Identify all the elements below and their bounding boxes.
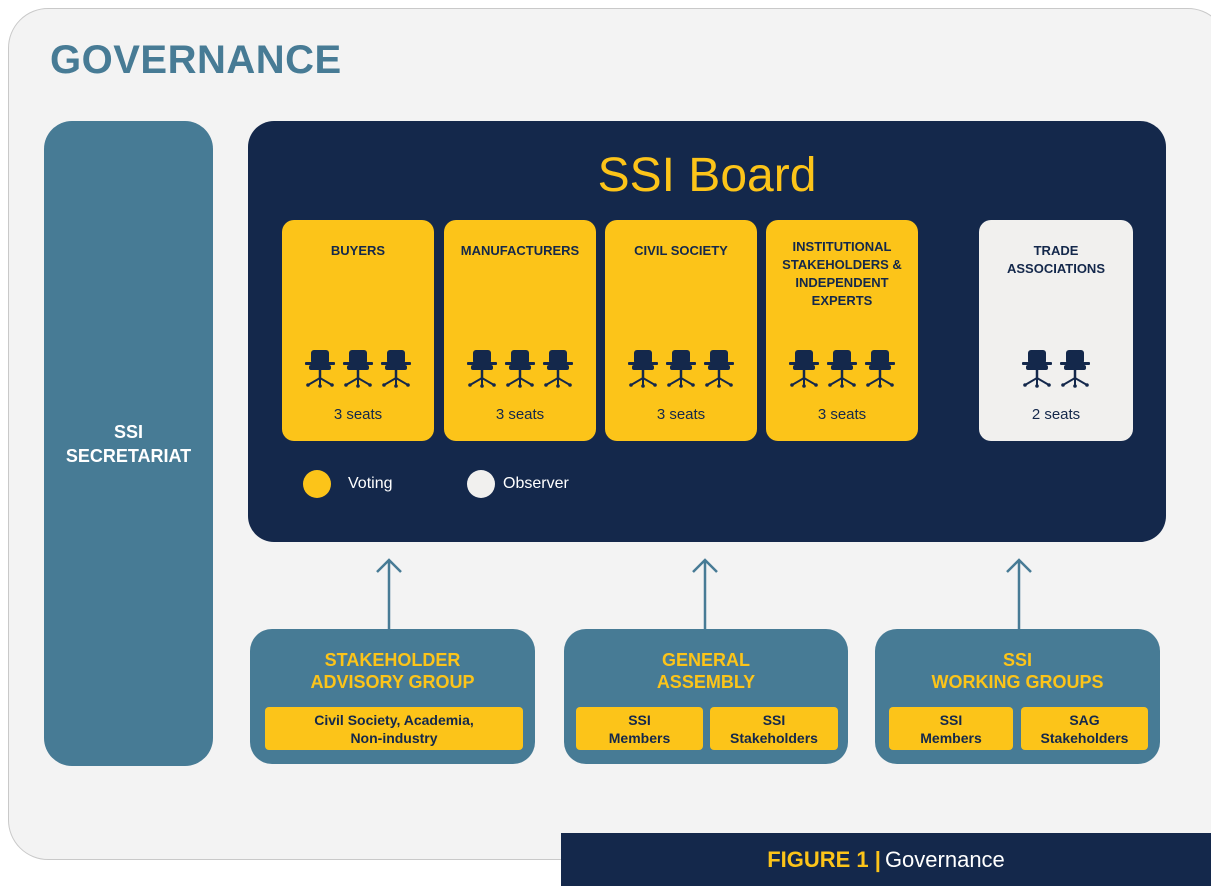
office-chair-icon xyxy=(378,348,414,388)
figure-caption: FIGURE 1 | Governance xyxy=(561,833,1211,886)
seat-count: 3 seats xyxy=(333,406,383,423)
board-card-buyers: BUYERS 3 seats xyxy=(282,220,434,441)
office-chair-icon xyxy=(502,348,538,388)
voting-legend-label: Voting xyxy=(348,475,393,492)
observer-legend-dot xyxy=(467,470,495,498)
group-chip: SSI Members xyxy=(576,707,703,750)
card-label: INSTITUTIONAL STAKEHOLDERS & INDEPENDENT… xyxy=(782,239,902,308)
group-title: GENERAL ASSEMBLY xyxy=(656,650,756,692)
page-title: GOVERNANCE xyxy=(50,38,342,82)
arrow-up-icon xyxy=(376,558,402,630)
board-card-trade-associations: TRADE ASSOCIATIONS 2 seats xyxy=(979,220,1133,441)
caption-prefix: FIGURE 1 | xyxy=(767,846,881,872)
office-chair-icon xyxy=(540,348,576,388)
office-chair-icon xyxy=(464,348,500,388)
office-chair-icon xyxy=(302,348,338,388)
arrow-up-icon xyxy=(1006,558,1032,630)
group-title: STAKEHOLDER ADVISORY GROUP xyxy=(310,650,475,692)
seat-count: 3 seats xyxy=(656,406,706,423)
seat-count: 3 seats xyxy=(817,406,867,423)
voting-legend-dot xyxy=(303,470,331,498)
secretariat-label: SSI SECRETARIAT xyxy=(65,421,192,466)
group-chip: SSI Stakeholders xyxy=(710,707,838,750)
ssi-working-groups: SSI WORKING GROUPS SSI Members SAG Stake… xyxy=(875,629,1160,764)
group-chip: SSI Members xyxy=(889,707,1013,750)
seat-icons xyxy=(979,348,1133,388)
group-chip: SAG Stakeholders xyxy=(1021,707,1148,750)
office-chair-icon xyxy=(663,348,699,388)
office-chair-icon xyxy=(340,348,376,388)
office-chair-icon xyxy=(1019,348,1055,388)
observer-legend-label: Observer xyxy=(503,475,569,492)
secretariat-box: SSI SECRETARIAT xyxy=(44,121,213,766)
caption-text: Governance xyxy=(884,846,1005,872)
group-chip: Civil Society, Academia, Non-industry xyxy=(265,707,523,750)
group-title: SSI WORKING GROUPS xyxy=(931,650,1104,692)
office-chair-icon xyxy=(701,348,737,388)
card-label: BUYERS xyxy=(330,243,386,258)
board-title: SSI Board xyxy=(597,149,817,202)
seat-icons xyxy=(444,348,596,388)
arrow-up-icon xyxy=(692,558,718,630)
board-card-manufacturers: MANUFACTURERS 3 seats xyxy=(444,220,596,441)
seat-count: 2 seats xyxy=(1031,406,1081,423)
office-chair-icon xyxy=(862,348,898,388)
card-label: TRADE ASSOCIATIONS xyxy=(1007,243,1105,276)
seat-count: 3 seats xyxy=(495,406,545,423)
office-chair-icon xyxy=(786,348,822,388)
office-chair-icon xyxy=(824,348,860,388)
office-chair-icon xyxy=(1057,348,1093,388)
board-card-civil-society: CIVIL SOCIETY 3 seats xyxy=(605,220,757,441)
card-label: CIVIL SOCIETY xyxy=(634,243,728,258)
seat-icons xyxy=(605,348,757,388)
stakeholder-advisory-group: STAKEHOLDER ADVISORY GROUP Civil Society… xyxy=(250,629,535,764)
card-label: MANUFACTURERS xyxy=(460,243,580,258)
board-card-institutional-stakeholders: INSTITUTIONAL STAKEHOLDERS & INDEPENDENT… xyxy=(766,220,918,441)
general-assembly: GENERAL ASSEMBLY SSI Members SSI Stakeho… xyxy=(564,629,848,764)
seat-icons xyxy=(282,348,434,388)
office-chair-icon xyxy=(625,348,661,388)
seat-icons xyxy=(766,348,918,388)
